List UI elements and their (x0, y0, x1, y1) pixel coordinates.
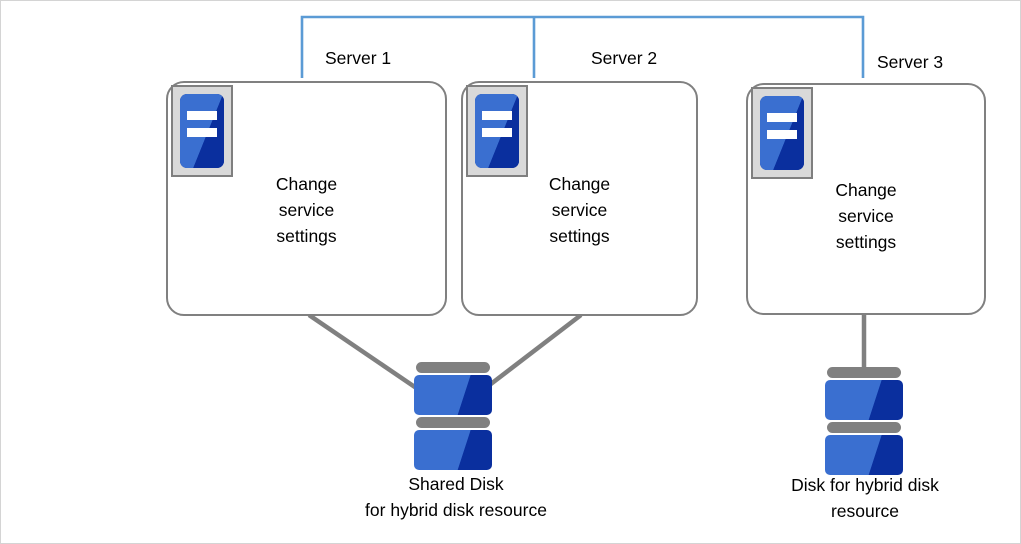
server-chassis (760, 96, 804, 170)
server-2-label: Server 2 (591, 48, 658, 68)
server-bay-bar (482, 128, 512, 137)
disk-cap (416, 417, 490, 428)
server-bay-bar (767, 113, 797, 122)
server-3-label: Server 3 (877, 52, 944, 72)
disk-platter (825, 435, 903, 475)
server-3-body-text: Change service settings (835, 180, 897, 252)
server-icon (466, 85, 528, 177)
disk-platter (414, 430, 492, 470)
server-chassis (180, 94, 224, 168)
disk-cap (416, 362, 490, 373)
disk-platter (414, 375, 492, 415)
disk-cap (827, 367, 901, 378)
server-icon (751, 87, 813, 179)
server-1-body-text: Change service settings (275, 174, 338, 246)
server-icon (171, 85, 233, 177)
hybrid-disk-caption: Disk for hybrid disk resource (791, 475, 939, 521)
server-chassis (475, 94, 519, 168)
shared-disk-caption: Shared Disk for hybrid disk resource (365, 474, 547, 520)
server-3-box[interactable]: Change service settings (746, 83, 986, 315)
server-bay-bar (187, 111, 217, 120)
disk-platter (825, 380, 903, 420)
disk-cap (827, 422, 901, 433)
server-bay-bar (187, 128, 217, 137)
hybrid-disk-icon (825, 367, 903, 477)
server-bay-bar (482, 111, 512, 120)
server-bay-bar (767, 130, 797, 139)
shared-disk-icon (414, 362, 492, 472)
server-1-label: Server 1 (325, 48, 392, 68)
server-2-body-text: Change service settings (548, 174, 611, 246)
